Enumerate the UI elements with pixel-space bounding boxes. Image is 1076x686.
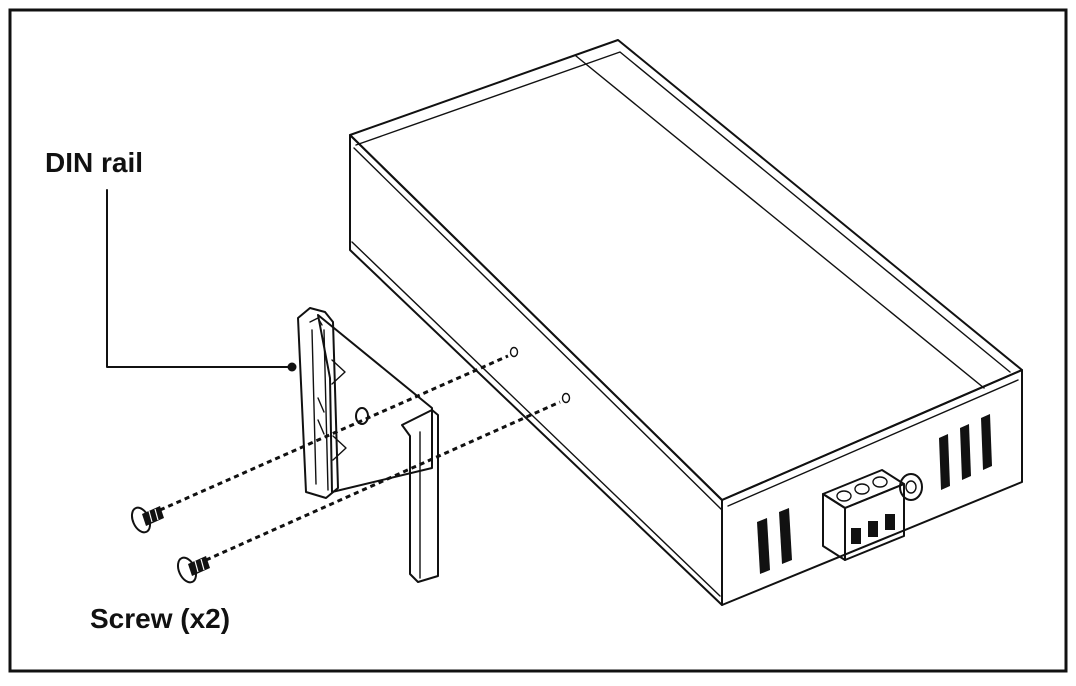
device-side-bottom-edge xyxy=(351,241,721,597)
device-enclosure xyxy=(349,39,1023,606)
diagram-frame xyxy=(8,8,1068,673)
device-side-edge xyxy=(353,147,723,511)
power-jack xyxy=(899,473,923,501)
bracket-clip xyxy=(297,307,339,499)
vent-slots-right xyxy=(939,414,992,490)
device-top-face xyxy=(349,39,1023,501)
din-rail-label: DIN rail xyxy=(45,147,143,178)
device-front-face xyxy=(721,369,1023,606)
screw-upper xyxy=(130,506,164,534)
screw-lower-leader xyxy=(205,400,561,562)
din-rail-callout xyxy=(106,189,297,372)
device-top-seam xyxy=(575,55,985,389)
device-top-face-edge xyxy=(355,51,1011,373)
terminal-block xyxy=(822,469,905,561)
vent-slots-left xyxy=(757,508,792,574)
screw-label: Screw (x2) xyxy=(90,603,230,634)
device-side-face xyxy=(349,134,723,606)
bracket-plate-hole xyxy=(355,407,369,425)
mounting-hole-upper xyxy=(509,346,519,358)
screw-upper-leader xyxy=(159,354,509,512)
din-rail-bracket xyxy=(297,307,439,583)
mounting-hole-lower xyxy=(561,392,571,404)
bracket-right-flange xyxy=(401,409,439,583)
device-front-face-edge xyxy=(727,379,1019,507)
screw-lower xyxy=(176,556,210,584)
